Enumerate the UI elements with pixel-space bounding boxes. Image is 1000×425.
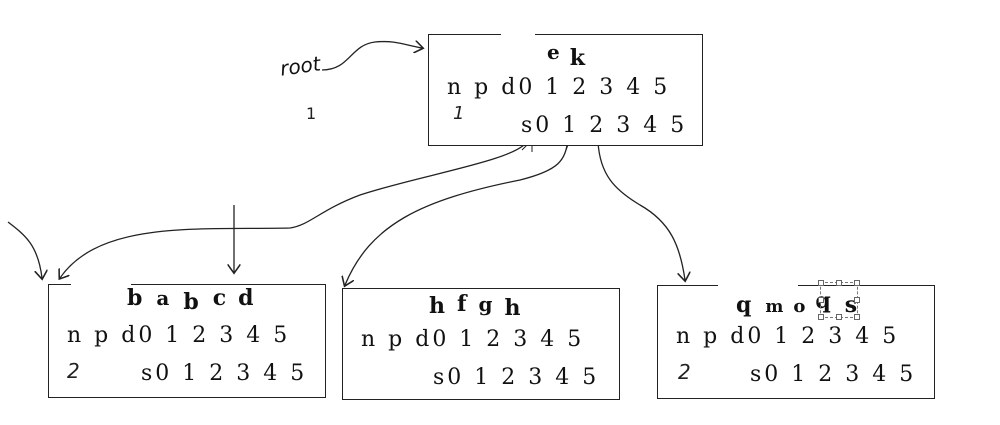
left-row-n: n p d0 1 2 3 4 5 — [67, 323, 291, 348]
key: e — [547, 40, 560, 64]
key: h — [429, 293, 445, 319]
edge-root-to-middle — [345, 139, 569, 285]
resize-handle[interactable] — [818, 314, 824, 320]
key: q — [736, 292, 752, 318]
incoming-edge-left — [7, 221, 42, 278]
edge-root-to-left — [60, 139, 529, 278]
middle-row-s: s0 1 2 3 4 5 — [433, 365, 600, 390]
stray-mark: 1 — [306, 104, 317, 123]
right-row-n: n p d0 1 2 3 4 5 — [676, 324, 900, 349]
middle-row-n: n p d0 1 2 3 4 5 — [361, 327, 585, 352]
key: a — [156, 286, 170, 310]
key: k — [569, 45, 585, 71]
key: g — [478, 292, 493, 316]
root-mark: 1 — [453, 103, 465, 124]
key: b — [127, 285, 143, 311]
key: h — [504, 295, 521, 321]
right-row-s: s0 1 2 3 4 5 — [750, 362, 917, 387]
selection-box[interactable] — [818, 280, 860, 320]
key: b — [183, 289, 199, 315]
root-row-n: n p d0 1 2 3 4 5 — [447, 75, 671, 100]
key: f — [457, 291, 467, 317]
key: m — [765, 297, 784, 317]
resize-handle[interactable] — [836, 280, 842, 286]
right-mark: 2 — [678, 360, 691, 384]
edge-root-to-right — [597, 141, 685, 280]
resize-handle[interactable] — [854, 314, 860, 320]
resize-handle[interactable] — [818, 280, 824, 286]
key: o — [793, 296, 806, 317]
key: d — [238, 285, 254, 311]
resize-handle[interactable] — [854, 280, 860, 286]
root-pointer-arrow — [321, 42, 422, 71]
left-row-s: s0 1 2 3 4 5 — [141, 361, 308, 386]
key: c — [212, 285, 227, 311]
resize-handle[interactable] — [818, 297, 824, 303]
right-node[interactable]: qmoqs n p d0 1 2 3 4 5 2 s0 1 2 3 4 5 — [657, 282, 935, 399]
root-row-s: s0 1 2 3 4 5 — [521, 113, 688, 138]
resize-handle[interactable] — [854, 297, 860, 303]
left-mark: 2 — [67, 359, 80, 383]
resize-handle[interactable] — [836, 314, 842, 320]
